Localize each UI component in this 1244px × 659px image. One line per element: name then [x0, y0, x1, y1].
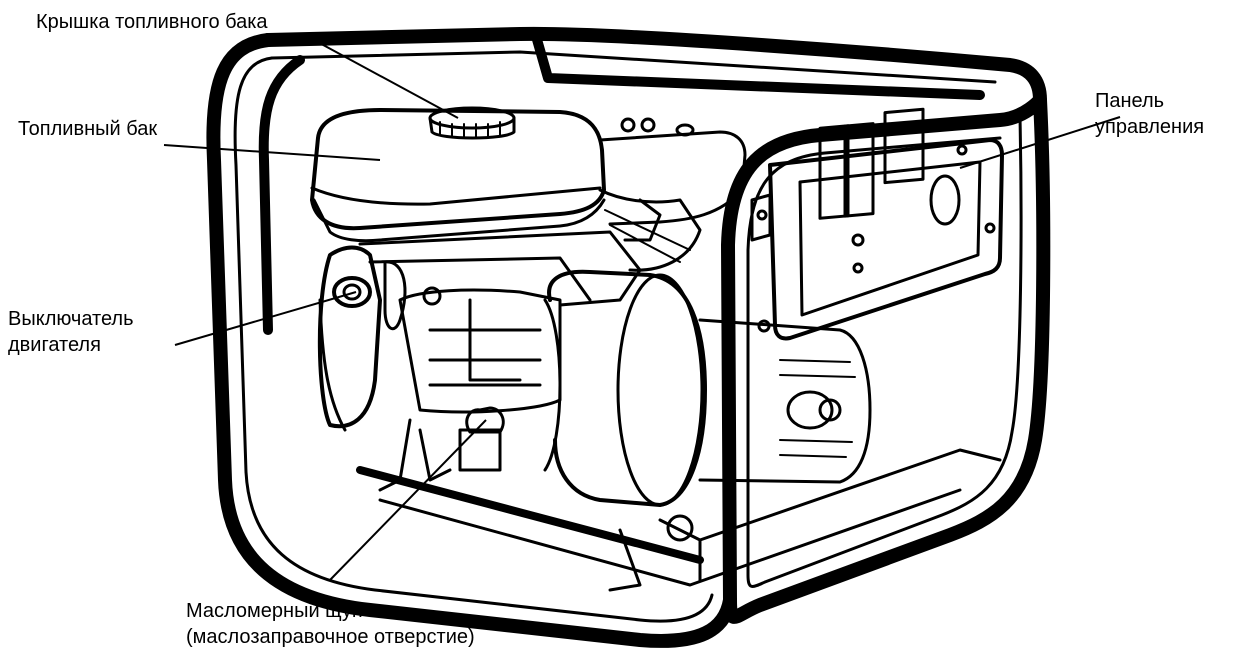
engine-switch-label: Выключатель двигателя — [8, 306, 134, 358]
control-panel-label: Панель управления — [1095, 88, 1204, 140]
leader-lines — [163, 39, 1121, 581]
fuel-tank-shape — [310, 108, 606, 243]
alternator-shape — [543, 269, 872, 507]
fuel-tank-label: Топливный бак — [18, 116, 157, 142]
dipstick-label-line1: Масломерный щуп — [186, 600, 363, 622]
fuel-cap-label: Крышка топливного бака — [36, 9, 268, 35]
engine-switch-label-line1: Выключатель — [8, 308, 134, 330]
fuel-cap-label-text: Крышка топливного бака — [36, 11, 268, 33]
control-panel-label-line2: управления — [1095, 116, 1205, 138]
dipstick-label: Масломерный щуп (маслозаправочное отверс… — [186, 598, 475, 650]
engine-switch-area — [317, 245, 702, 592]
fuel-tank-label-text: Топливный бак — [18, 118, 158, 140]
control-panel-shape — [750, 107, 1004, 341]
control-panel-label-line1: Панель — [1095, 90, 1165, 112]
fuel-cap-shape — [428, 106, 516, 140]
generator-frame — [206, 26, 1051, 648]
dipstick-label-line2: (маслозаправочное отверстие) — [186, 626, 475, 648]
engine-shape — [358, 117, 747, 472]
engine-switch-label-line2: двигателя — [8, 334, 101, 356]
